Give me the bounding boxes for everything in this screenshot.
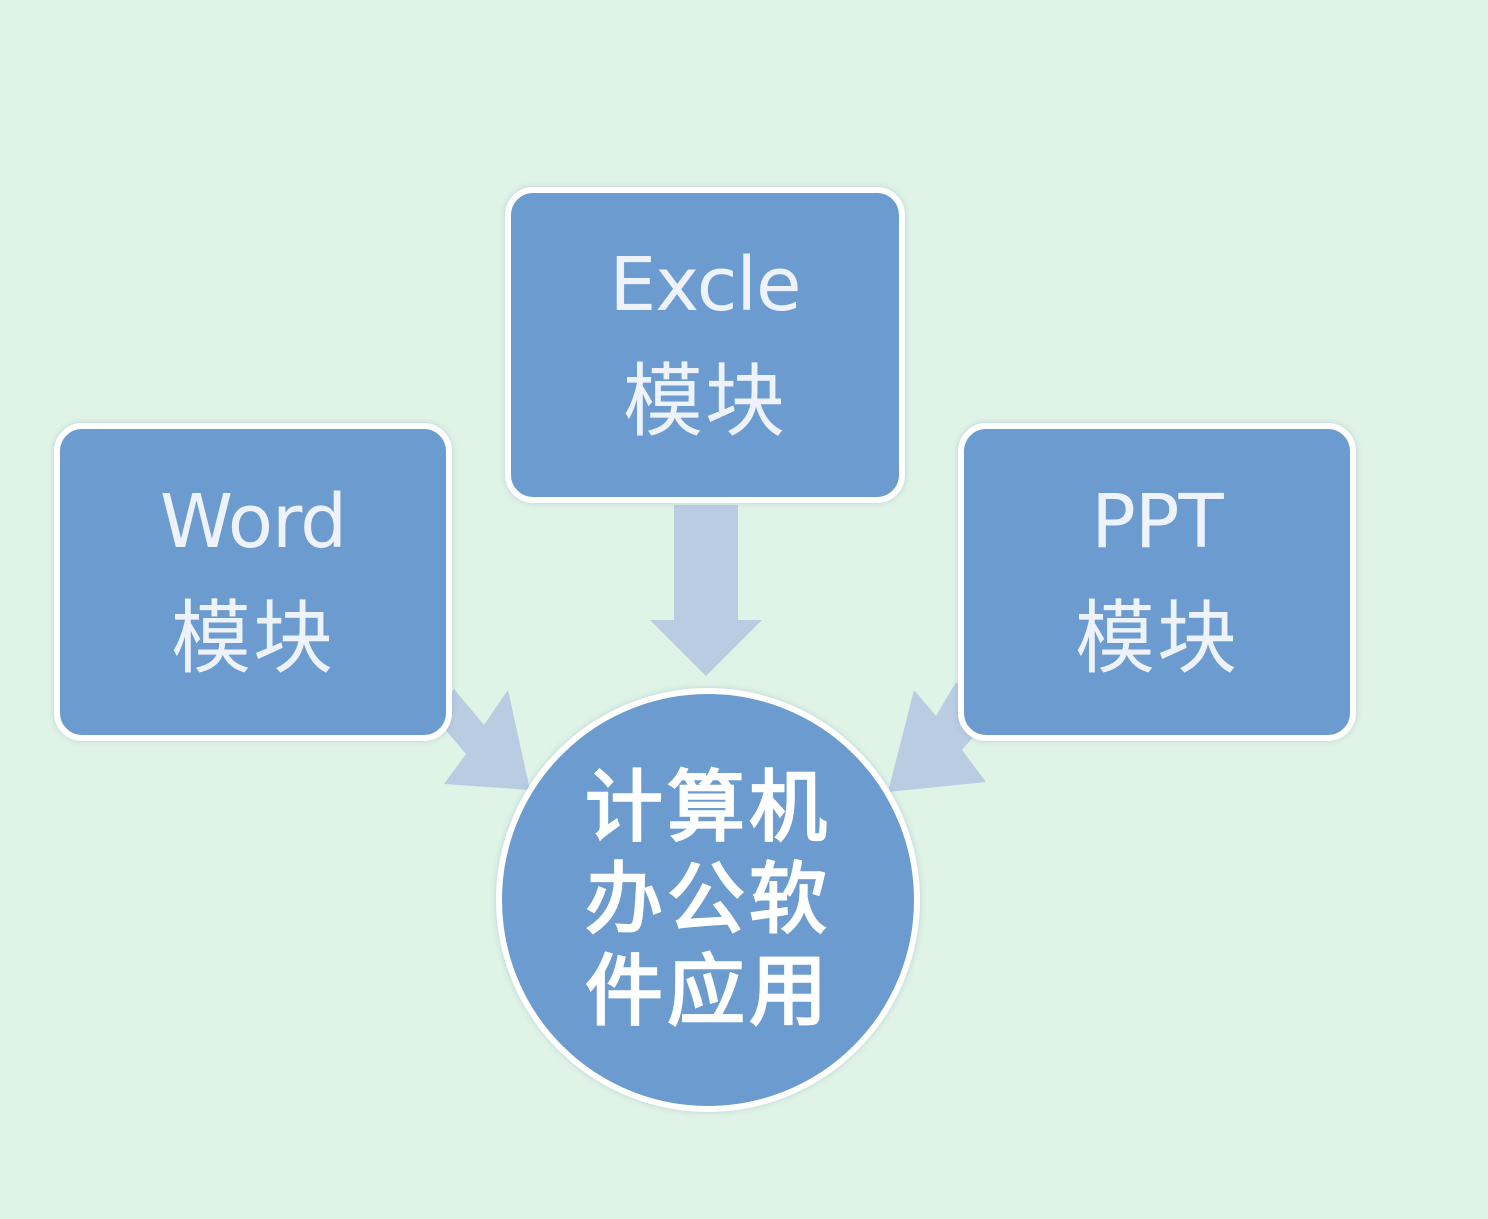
center-line-2: 办公软 — [584, 855, 831, 945]
ppt-module-box: PPT 模块 — [958, 423, 1356, 741]
center-line-1: 计算机 — [584, 763, 831, 853]
word-module-box: Word 模块 — [54, 423, 452, 741]
arrow-excle-to-center — [650, 505, 762, 676]
word-module-title: Word — [159, 479, 347, 565]
excle-module-box: Excle 模块 — [505, 187, 905, 503]
center-line-3: 件应用 — [584, 947, 831, 1037]
ppt-module-subtitle: 模块 — [1075, 592, 1239, 685]
word-module-subtitle: 模块 — [171, 592, 335, 685]
arrow-word-to-center — [434, 689, 530, 790]
ppt-module-title: PPT — [1091, 479, 1223, 565]
center-circle-node: 计算机 办公软 件应用 — [496, 688, 920, 1112]
excle-module-subtitle: 模块 — [623, 355, 787, 448]
excle-module-title: Excle — [609, 242, 801, 328]
